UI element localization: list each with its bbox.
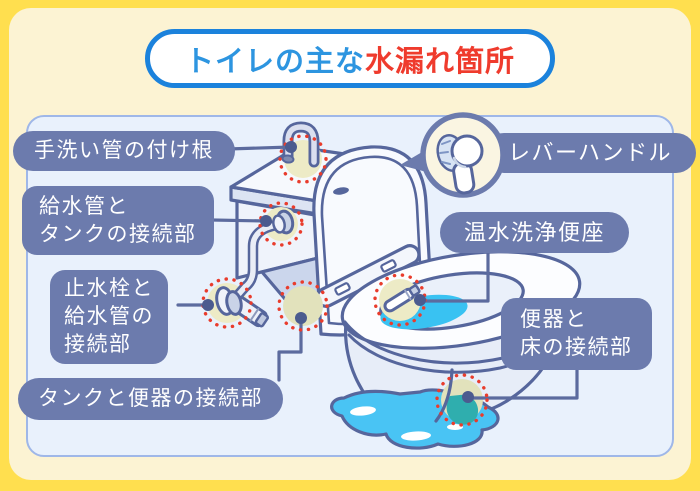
- supply-pipe: [232, 209, 295, 301]
- leader-supply-tank: [210, 218, 268, 223]
- label-text: レバーハンドル: [508, 140, 673, 166]
- label-text: 給水管の: [64, 305, 154, 329]
- label-text: 接続部: [64, 332, 132, 356]
- label-text: 床の接続部: [520, 336, 633, 359]
- leader-washlet: [422, 251, 490, 303]
- lever-handle-detail: [400, 112, 506, 198]
- label-text: タンクと便器の接続部: [38, 387, 263, 411]
- leader-dots: [202, 141, 474, 403]
- leader-lines: [176, 145, 579, 400]
- leader-bowl-floor: [468, 368, 579, 400]
- label-bowl-floor-connection: 便器と 床の接続部: [501, 298, 652, 370]
- label-tank-bowl-connection: タンクと便器の接続部: [18, 378, 283, 420]
- label-supply-tank-connection: 給水管と タンクの接続部: [22, 186, 214, 255]
- label-stop-valve-connection: 止水栓と 給水管の 接続部: [50, 270, 168, 364]
- label-washlet-seat: 温水洗浄便座: [440, 212, 630, 253]
- label-text: 給水管と: [39, 194, 129, 218]
- stop-valve: [215, 286, 270, 328]
- label-text: タンクの接続部: [39, 222, 197, 246]
- title-banner: トイレの主な水漏れ箇所: [145, 29, 555, 88]
- lever-handle-icon: [436, 134, 484, 195]
- bidet-nozzle-icon: [383, 284, 421, 313]
- label-lever-handle: レバーハンドル: [484, 133, 697, 173]
- label-text: 止水栓と: [64, 277, 154, 301]
- label-text: 便器と: [520, 308, 588, 332]
- title-text-blue: トイレの主な: [184, 45, 365, 78]
- title-text-red: 水漏れ箇所: [365, 45, 516, 78]
- label-text: 手洗い管の付け根: [34, 139, 214, 163]
- leader-tank-bowl: [277, 316, 303, 382]
- label-text: 温水洗浄便座: [464, 219, 606, 245]
- leader-hand-wash: [226, 145, 293, 151]
- label-hand-wash-pipe-base: 手洗い管の付け根: [13, 131, 235, 171]
- hand-wash-spout: [281, 121, 349, 195]
